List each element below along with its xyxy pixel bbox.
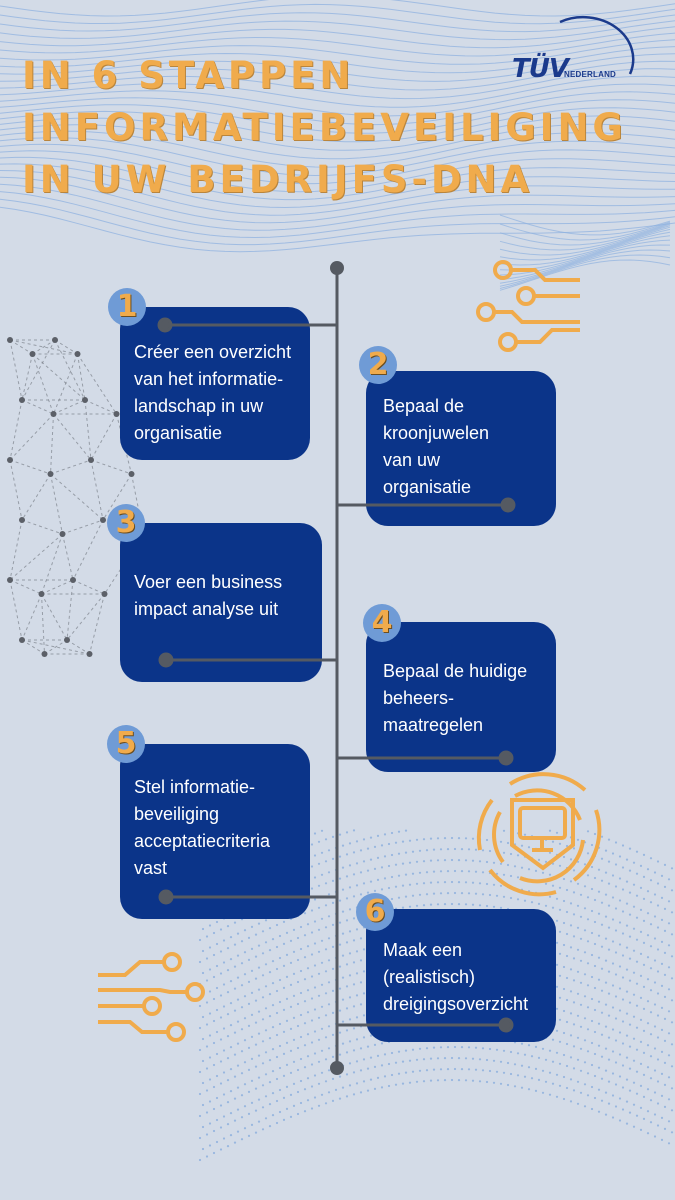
title-line-1: IN 6 STAPPEN <box>22 54 355 97</box>
step-6-badge: 6 <box>356 893 394 931</box>
step-2-badge: 2 <box>359 346 397 384</box>
step-6-card: Maak een (realistisch) dreigingsoverzich… <box>366 909 556 1042</box>
logo-brand: TÜV <box>512 54 569 84</box>
step-4-badge: 4 <box>363 604 401 642</box>
step-2-text: Bepaal de kroonjuwelen van uw organisati… <box>383 396 490 497</box>
network-sphere-graphic <box>7 337 147 657</box>
tuv-logo: TÜV NEDERLAND <box>508 12 638 90</box>
title-line-3: IN UW BEDRIJFS-DNA <box>22 158 534 201</box>
step-5-card: Stel informatie- beveiliging acceptatiec… <box>120 744 310 919</box>
step-2-card: Bepaal de kroonjuwelen van uw organisati… <box>366 371 556 526</box>
step-4-text: Bepaal de huidige beheers- maatregelen <box>383 661 528 735</box>
step-6-text: Maak een (realistisch) dreigingsoverzich… <box>383 940 529 1014</box>
step-1-badge: 1 <box>108 288 146 326</box>
step-5-text: Stel informatie- beveiliging acceptatiec… <box>134 777 271 878</box>
logo-arc-icon <box>559 15 635 75</box>
title-line-2: INFORMATIEBEVEILIGING <box>22 106 627 149</box>
step-1-card: Créer een overzicht van het informatie- … <box>120 307 310 460</box>
step-1-text: Créer een overzicht van het informatie- … <box>134 342 292 443</box>
step-5-badge: 5 <box>107 725 145 763</box>
step-3-text: Voer een business impact analyse uit <box>134 572 283 619</box>
step-3-badge: 3 <box>107 504 145 542</box>
logo-subtitle: NEDERLAND <box>564 70 617 79</box>
step-4-card: Bepaal de huidige beheers- maatregelen <box>366 622 556 772</box>
step-3-card: Voer een business impact analyse uit <box>120 523 322 682</box>
page-title: IN 6 STAPPEN INFORMATIEBEVEILIGING IN UW… <box>22 50 652 206</box>
